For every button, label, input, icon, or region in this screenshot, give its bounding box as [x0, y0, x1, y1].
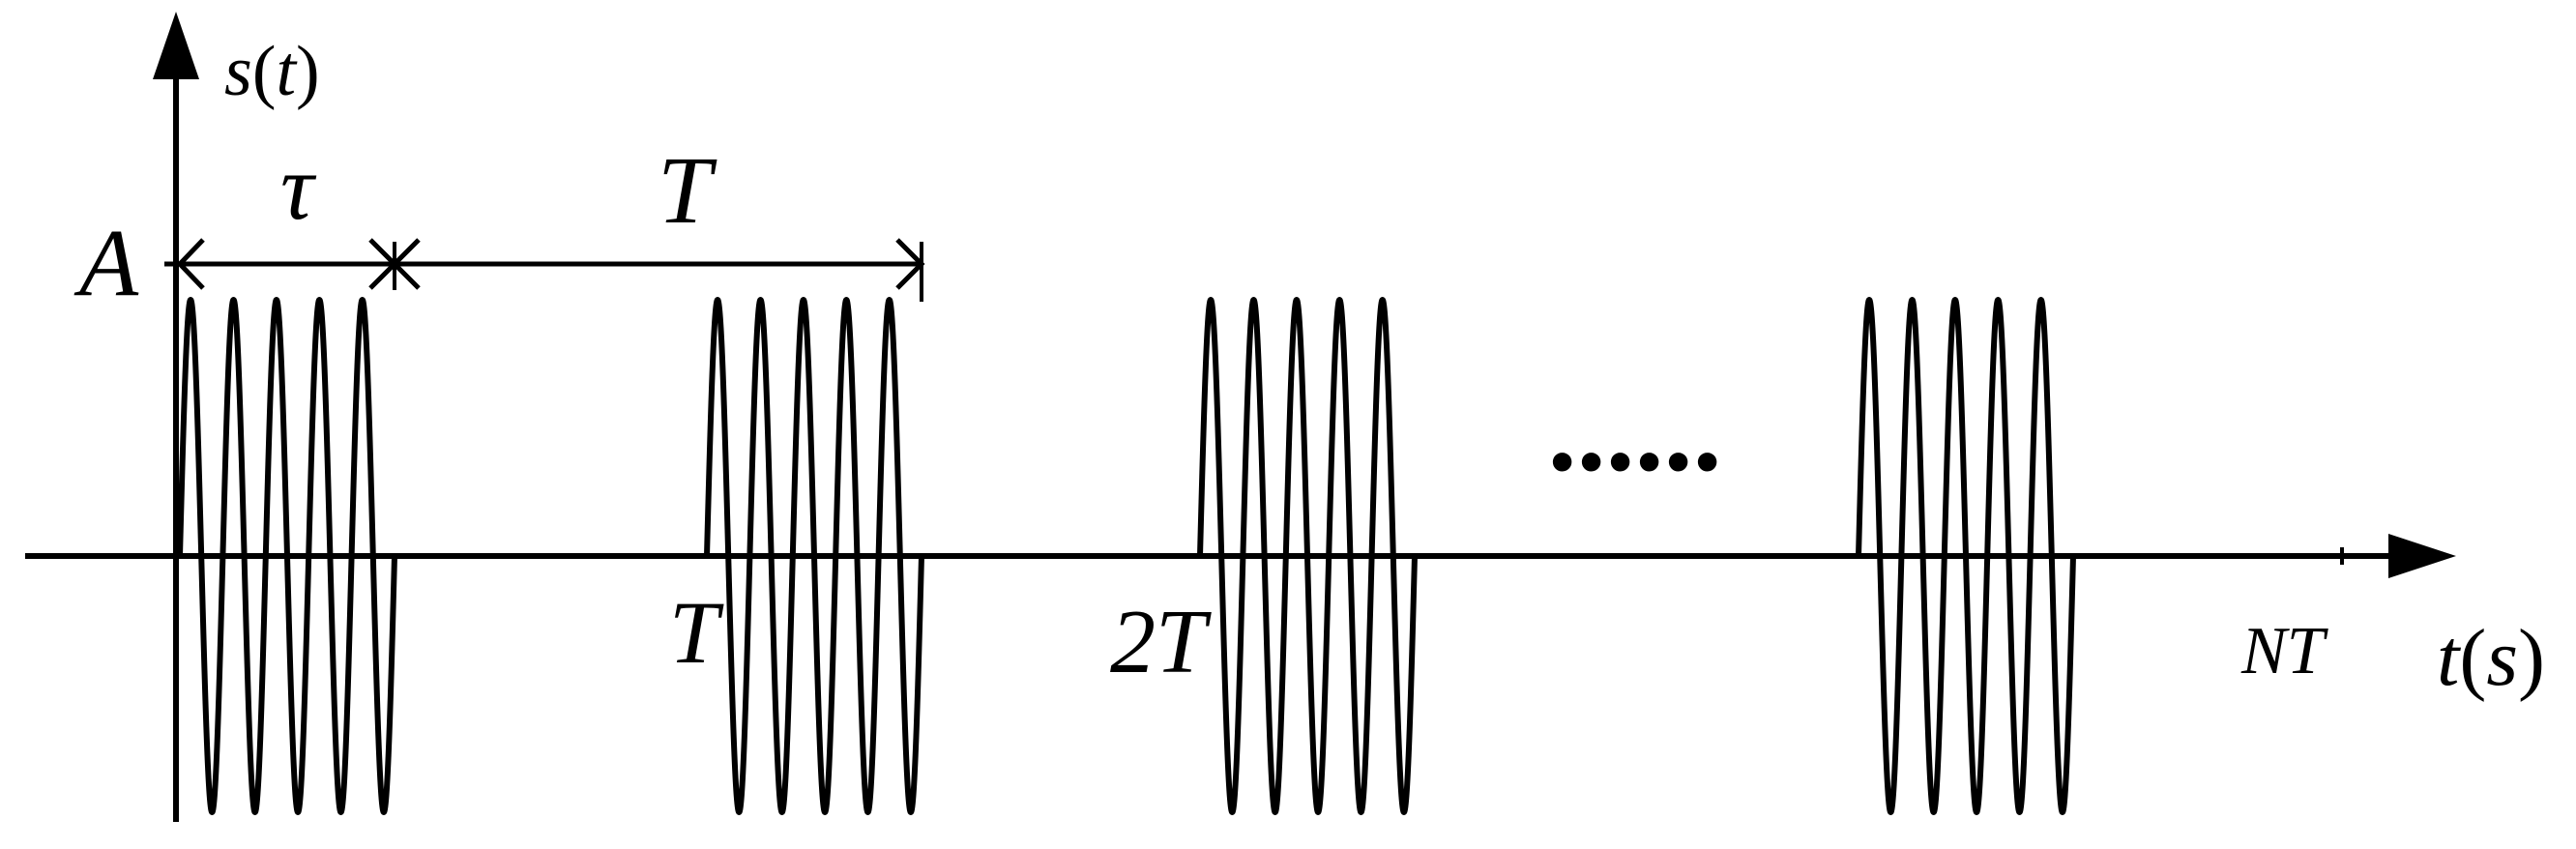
s-axis-arrowhead [153, 12, 199, 79]
pulse-n [1856, 297, 2076, 815]
t-axis-arrowhead [2388, 534, 2456, 578]
pulse-2 [704, 297, 924, 815]
x-axis-label: t(s) [2437, 613, 2545, 703]
ellipsis: ...... [1552, 366, 1726, 495]
tick-label-nt: NT [2240, 614, 2329, 688]
tick-label-t: T [669, 583, 724, 682]
pulse-1 [177, 297, 397, 815]
amplitude-label: A [73, 209, 139, 316]
tau-left-arrow [176, 238, 205, 290]
period-label: T [658, 136, 717, 244]
pulse-group [177, 297, 2076, 815]
pulse-3 [1197, 297, 1418, 815]
tau-label: τ [280, 135, 317, 239]
tick-label-2t: 2T [1110, 592, 1212, 692]
y-axis-label: s(t) [224, 32, 320, 111]
